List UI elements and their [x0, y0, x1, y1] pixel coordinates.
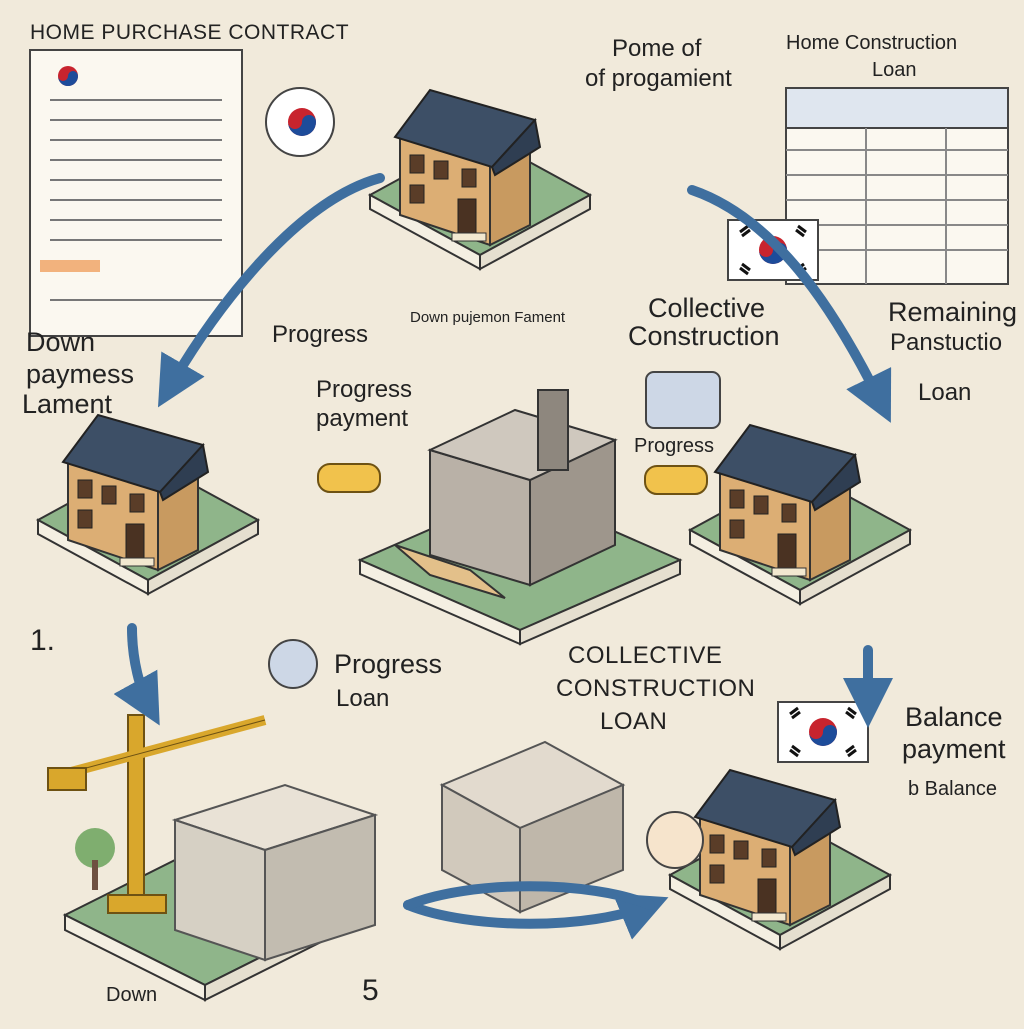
- label-down-left: Down: [26, 328, 95, 356]
- label-construction-loan: CONSTRUCTION: [556, 676, 755, 701]
- calculator-icon: [646, 372, 720, 428]
- coin-icon: [269, 640, 317, 688]
- step-number-five: 5: [362, 975, 379, 1007]
- house-icon: [38, 415, 258, 594]
- label-pome-of: Pome of: [612, 36, 701, 61]
- loan-document-title: Home Construction: [786, 33, 957, 54]
- label-panstuctio: Panstuctio: [890, 330, 1002, 355]
- house-icon: [370, 90, 590, 269]
- step-number-one: 1.: [30, 625, 55, 657]
- label-progress-payment: Progress: [316, 377, 412, 402]
- label-lament: Lament: [22, 390, 112, 418]
- label-loan-right: Loan: [918, 380, 971, 405]
- badge-icon: [318, 464, 380, 492]
- label-progress-payment-2: payment: [316, 406, 408, 431]
- label-loan-bottom: LOAN: [600, 709, 667, 734]
- loan-document-title-2: Loan: [872, 60, 917, 81]
- house-icon: [670, 770, 890, 949]
- label-remaining: Remaining: [888, 298, 1017, 326]
- label-collective: Collective: [648, 294, 765, 322]
- loan-document-icon: [786, 88, 1008, 284]
- label-progamient: of progamient: [585, 66, 732, 91]
- label-b-balance: b Balance: [908, 779, 997, 800]
- label-paymess: paymess: [26, 360, 134, 388]
- badge-icon: [645, 466, 707, 494]
- label-balance: Balance: [905, 703, 1003, 731]
- label-progress-top: Progress: [272, 322, 368, 347]
- coin-icon: [647, 812, 703, 868]
- label-construction: Construction: [628, 322, 780, 350]
- contract-document-icon: [30, 50, 242, 336]
- korean-flag-icon: [778, 702, 868, 762]
- label-progress-loan-2: Loan: [336, 686, 389, 711]
- stacked-money-icon: [175, 785, 375, 960]
- label-down-bottom: Down: [106, 985, 157, 1006]
- label-progress-loan: Progress: [334, 650, 442, 678]
- korean-seal-icon: [266, 88, 334, 156]
- house-icon: [690, 425, 910, 604]
- label-balance-payment: payment: [902, 735, 1006, 763]
- contract-title: HOME PURCHASE CONTRACT: [30, 22, 349, 44]
- label-down-pujemon: Down pujemon Fament: [410, 310, 565, 326]
- label-progress-mid-right: Progress: [634, 436, 714, 457]
- label-collective-loan: COLLECTIVE: [568, 643, 722, 668]
